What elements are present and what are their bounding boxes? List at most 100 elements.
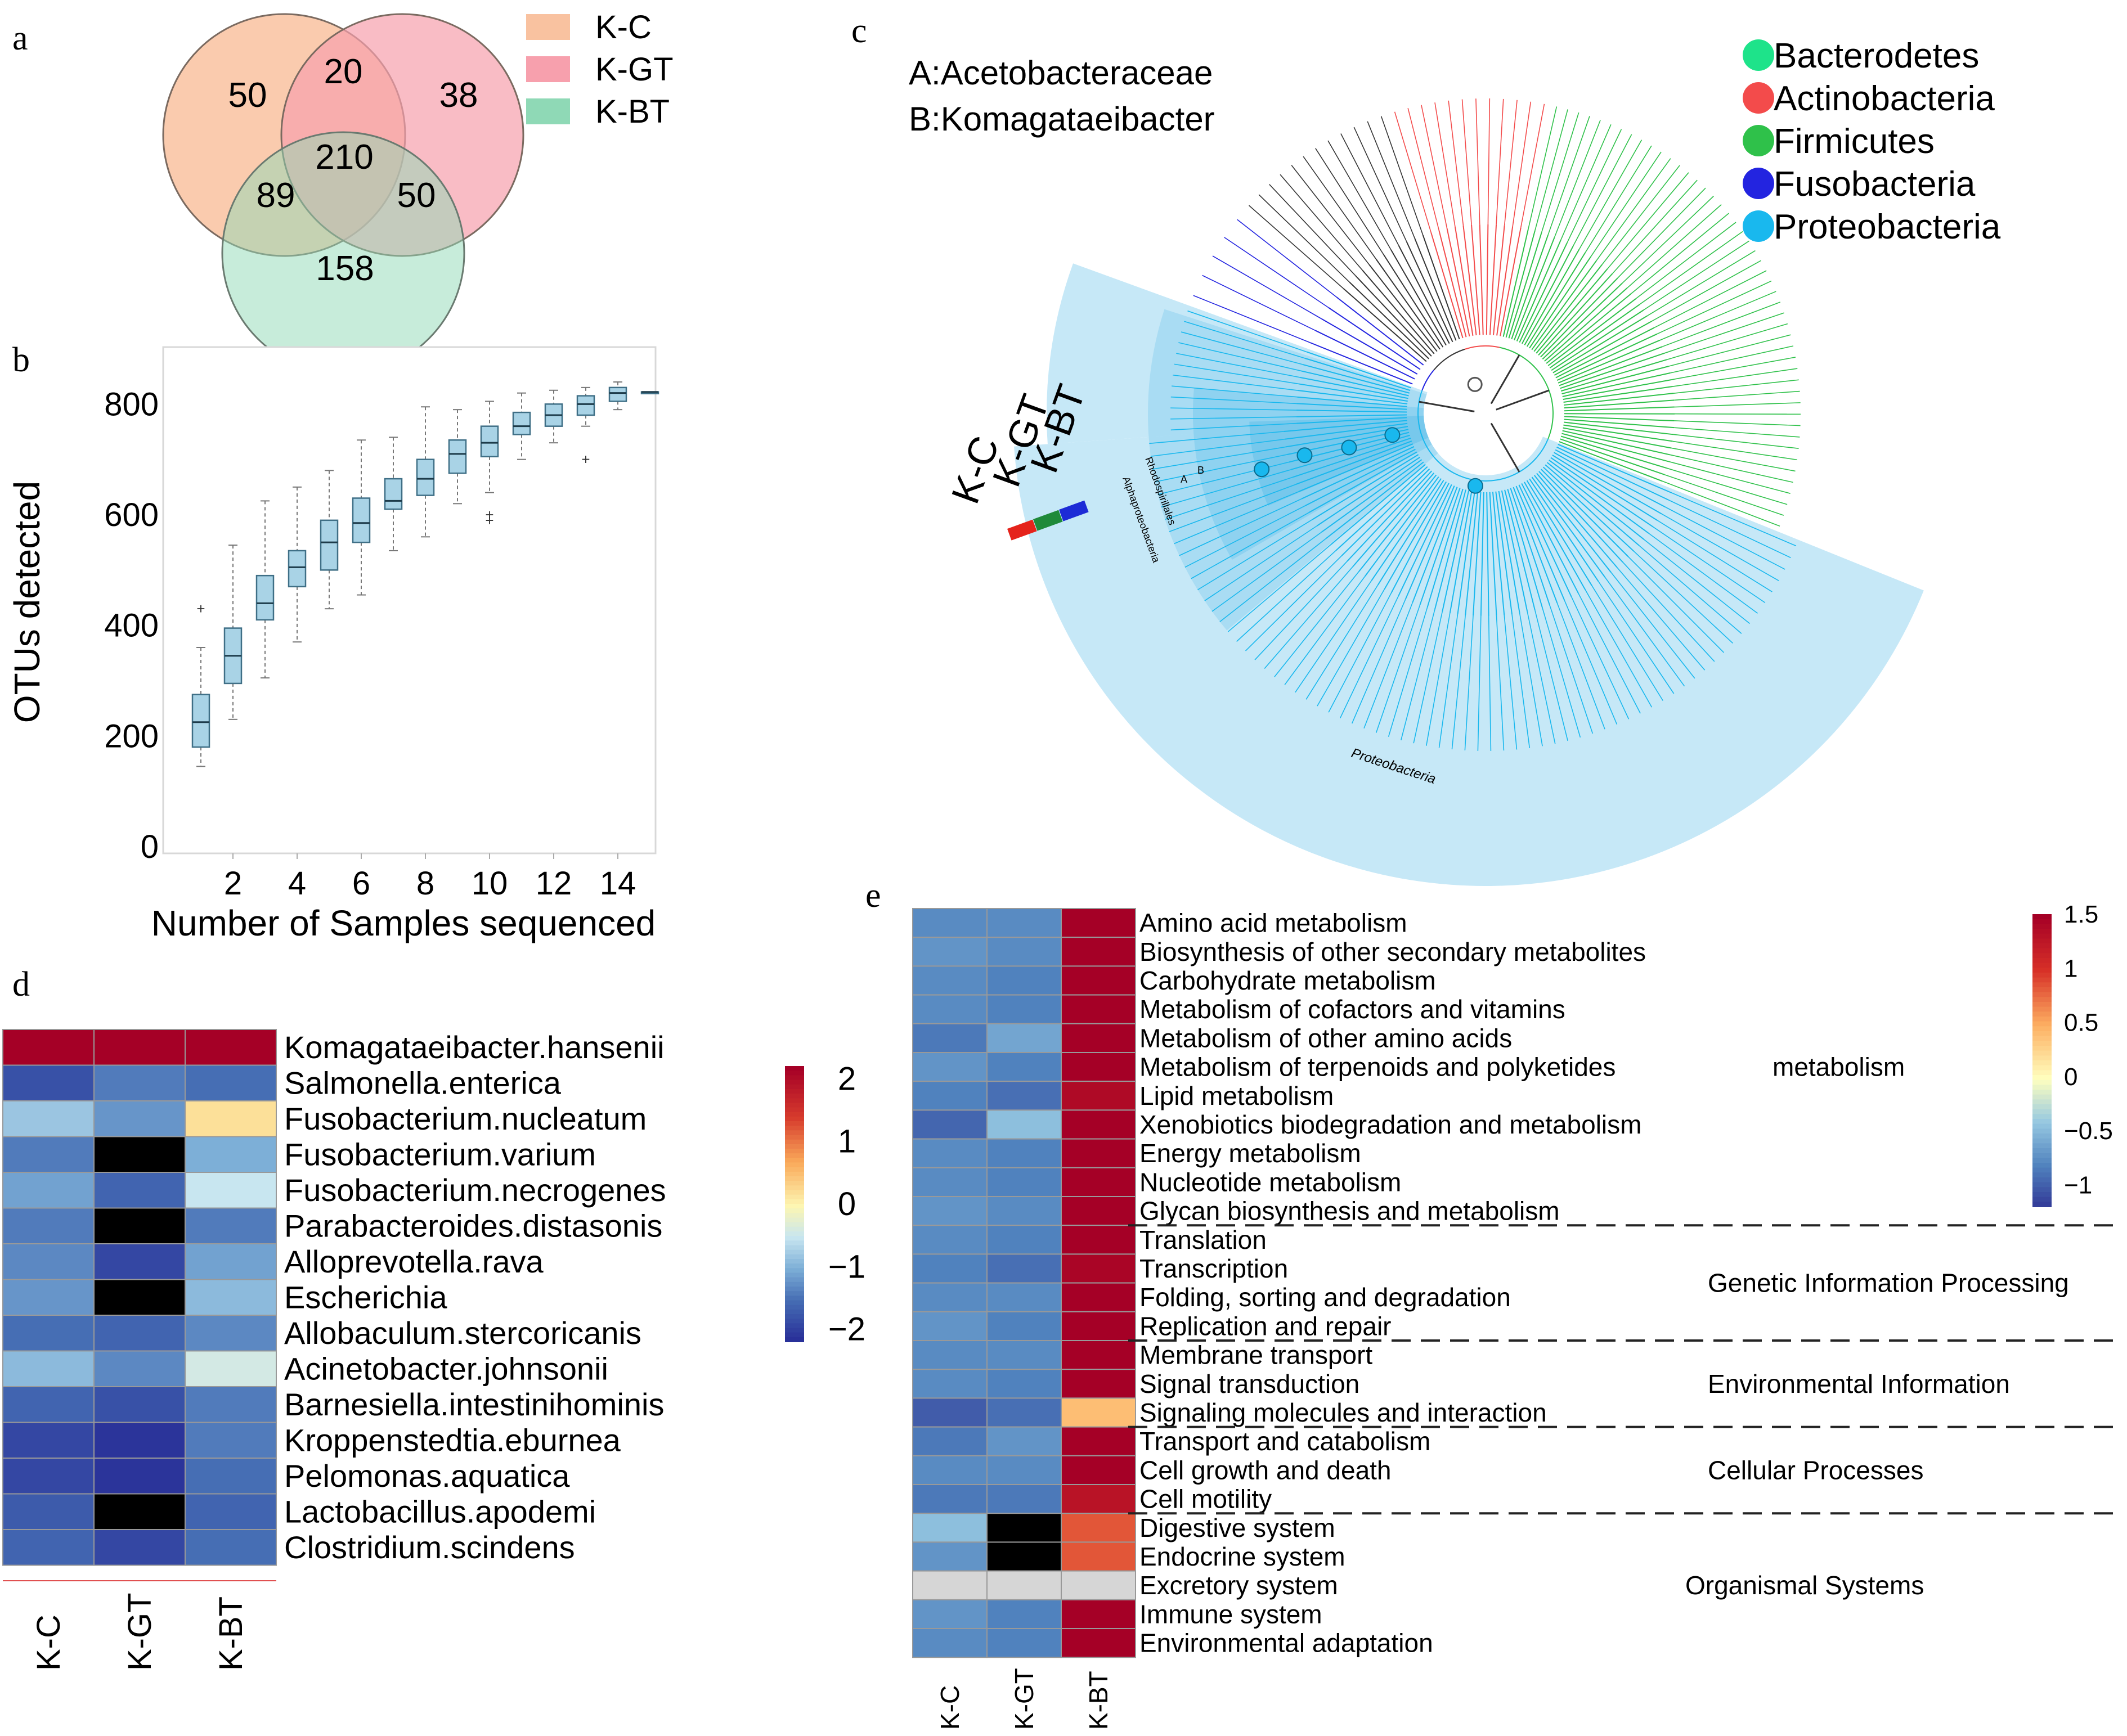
clade-branch	[1321, 318, 1418, 375]
clade-branch	[1352, 473, 1435, 567]
colorbar-step	[2032, 943, 2052, 949]
colorbar-tick-label: 0	[838, 1186, 856, 1222]
clade-leaf	[1612, 179, 1698, 274]
clade-branch	[1390, 249, 1447, 346]
heatmap-row-label: Komagataeibacter.hansenii	[284, 1029, 665, 1065]
clade-leaf	[1635, 222, 1736, 299]
clade-leaf	[1400, 609, 1435, 741]
clado-legend-dot	[1743, 168, 1774, 199]
clade-leaf	[1534, 109, 1568, 231]
colorbar-step	[2032, 1163, 2052, 1168]
clade-branch	[1562, 372, 1671, 397]
heatmap-cell	[2, 1315, 95, 1352]
heatmap-cell	[986, 1023, 1062, 1054]
heatmap-cell	[912, 1340, 988, 1370]
clade-branch	[1533, 264, 1603, 352]
colorbar-step	[785, 1139, 804, 1145]
clade-branch	[1296, 417, 1407, 424]
clade-leaf	[1193, 295, 1311, 343]
box-body	[608, 386, 627, 402]
clade-leaf	[1549, 605, 1594, 734]
colorbar-step	[785, 1240, 804, 1246]
clade-label-a: A	[1181, 474, 1187, 485]
colorbar-step	[2032, 1167, 2052, 1173]
heatmap-row-label: Excretory system	[1139, 1571, 1338, 1600]
clade-leaf	[1556, 602, 1605, 730]
colorbar-step	[2032, 1017, 2052, 1022]
clado-legend-label: Bacterodetes	[1774, 37, 1979, 75]
clade-branch	[1555, 449, 1666, 508]
boxplot-frame	[162, 346, 657, 854]
clade-arc	[1417, 390, 1423, 419]
heatmap-cell	[93, 1243, 186, 1280]
heatmap-cell	[185, 1458, 277, 1495]
clade-branch	[1564, 416, 1675, 421]
clade-branch	[1465, 492, 1479, 615]
clade-branch	[1303, 364, 1410, 394]
colorbar-step	[785, 1319, 804, 1324]
clade-leaf	[1170, 396, 1297, 404]
clade-leaf	[1317, 588, 1385, 707]
heatmap-cell	[2, 1279, 95, 1316]
clade-leaf	[1570, 596, 1630, 719]
clade-leaf	[1363, 602, 1413, 729]
heatmap-cell	[93, 1386, 186, 1423]
colorbar-step	[785, 1259, 804, 1265]
clade-leaf	[1284, 575, 1366, 685]
clade-leaf	[1657, 520, 1772, 592]
colorbar-step	[2032, 1197, 2052, 1203]
clade-leaf	[1169, 484, 1296, 532]
heatmap-cell	[986, 1369, 1062, 1399]
clade-leaf	[1564, 600, 1618, 725]
clade-branch	[1554, 452, 1662, 515]
clade-leaf	[1315, 148, 1384, 255]
clade-leaf	[1511, 614, 1531, 748]
heatmap-row-label: Digestive system	[1139, 1513, 1335, 1542]
colorbar-step	[785, 1236, 804, 1242]
heatmap-cell	[986, 1225, 1062, 1255]
colorbar-step	[2032, 1134, 2052, 1139]
colorbar-step	[2032, 1021, 2052, 1027]
panel-label-e: e	[865, 876, 881, 915]
clade-branch	[1438, 230, 1467, 338]
clade-branch	[1298, 390, 1408, 404]
heatmap-row-label: Escherichia	[284, 1279, 447, 1315]
heatmap-cell	[912, 1369, 988, 1399]
colorbar-step	[2032, 948, 2052, 954]
colorbar-step	[785, 1268, 804, 1274]
clade-branch	[1563, 427, 1672, 449]
clade-leaf	[1202, 275, 1316, 331]
clade-branch	[1541, 469, 1629, 557]
clade-branch	[1426, 488, 1464, 608]
clade-leaf	[1644, 539, 1751, 624]
clade-leaf	[1519, 613, 1543, 746]
colorbar-step	[785, 1080, 804, 1085]
clade-root-spoke	[1496, 389, 1550, 411]
colorbar-step	[2032, 1060, 2052, 1066]
heatmap-cell	[2, 1386, 95, 1423]
group-bar-kgt	[1033, 510, 1063, 531]
clade-branch	[1355, 275, 1432, 357]
heatmap-row-label: Allobaculum.stercoricanis	[284, 1315, 641, 1351]
clade-leaf	[1672, 368, 1798, 387]
clade-leaf	[1670, 454, 1793, 483]
heatmap-cell	[1061, 908, 1136, 938]
clade-branch	[1547, 298, 1636, 366]
clade-leaf	[1173, 374, 1298, 391]
clade-branch	[1519, 242, 1568, 343]
clade-branch	[1306, 351, 1411, 389]
venn-legend-kc: K-C	[595, 9, 652, 46]
clade-leaf	[1184, 321, 1305, 359]
clade-branch	[1556, 446, 1669, 501]
clade-leaf	[1662, 480, 1780, 527]
clade-leaf	[1339, 596, 1399, 718]
heatmap-category-label: Cellular Processes	[1708, 1455, 1923, 1485]
y-tick-label: 0	[141, 829, 159, 865]
box-body	[480, 425, 499, 458]
clade-leaf	[1305, 584, 1379, 700]
clade-branch	[1335, 466, 1428, 551]
clade-branch	[1330, 464, 1426, 545]
heatmap-row-label: Membrane transport	[1139, 1341, 1372, 1370]
